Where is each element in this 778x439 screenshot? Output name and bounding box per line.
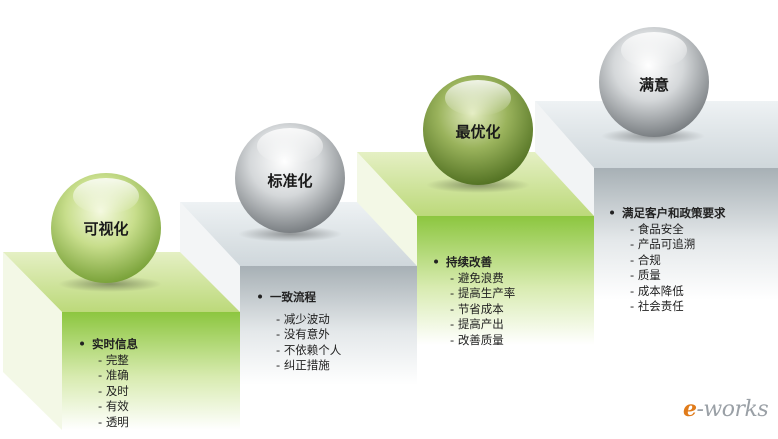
step2-list: 减少波动 没有意外 不依赖个人 纠正措施 <box>276 312 342 374</box>
list-item: 产品可追溯 <box>630 237 726 253</box>
list-item: 改善质量 <box>450 333 515 349</box>
list-item: 避免浪费 <box>450 271 515 287</box>
step1-text: 实时信息 完整 准确 及时 有效 透明 <box>74 337 138 430</box>
step1-heading: 实时信息 <box>74 337 138 353</box>
list-item: 纠正措施 <box>276 358 341 374</box>
step1-list: 完整 准确 及时 有效 透明 <box>98 353 138 431</box>
list-item: 没有意外 <box>276 327 341 343</box>
list-item: 提高生产率 <box>450 286 516 302</box>
step2-heading: 一致流程 <box>252 290 341 306</box>
list-item: 有效 <box>98 399 138 415</box>
orb4-label: 满意 <box>638 76 669 94</box>
logo-prefix: e <box>683 396 697 422</box>
list-item: 透明 <box>98 415 138 431</box>
eworks-logo: e-works <box>683 396 769 422</box>
orb3-label: 最优化 <box>455 123 501 141</box>
list-item: 提高产出 <box>450 317 515 333</box>
orb1-shadow <box>58 276 162 292</box>
step3-text: 持续改善 避免浪费 提高生产率 节省成本 提高产出 改善质量 <box>428 255 515 348</box>
list-item: 不依赖个人 <box>276 343 342 359</box>
list-item: 成本降低 <box>630 284 726 300</box>
step4-list: 食品安全 产品可追溯 合规 质量 成本降低 社会责任 <box>630 222 726 315</box>
step1-side <box>3 252 62 430</box>
step3-heading: 持续改善 <box>428 255 515 271</box>
list-item: 完整 <box>98 353 138 369</box>
list-item: 质量 <box>630 268 726 284</box>
step3-list: 避免浪费 提高生产率 节省成本 提高产出 改善质量 <box>450 271 516 349</box>
list-item: 准确 <box>98 368 138 384</box>
orb2-label: 标准化 <box>267 172 313 190</box>
list-item: 社会责任 <box>630 299 726 315</box>
list-item: 节省成本 <box>450 302 515 318</box>
orb1-label: 可视化 <box>83 220 129 238</box>
list-item: 及时 <box>98 384 138 400</box>
orb2-shadow <box>238 226 342 242</box>
list-item: 减少波动 <box>276 312 341 328</box>
step4-heading: 满足客户和政策要求 <box>604 206 726 222</box>
list-item: 食品安全 <box>630 222 726 238</box>
step4-text: 满足客户和政策要求 食品安全 产品可追溯 合规 质量 成本降低 社会责任 <box>604 206 726 315</box>
list-item: 合规 <box>630 253 726 269</box>
step2-text: 一致流程 减少波动 没有意外 不依赖个人 纠正措施 <box>252 290 341 374</box>
logo-text: -works <box>696 397 769 422</box>
